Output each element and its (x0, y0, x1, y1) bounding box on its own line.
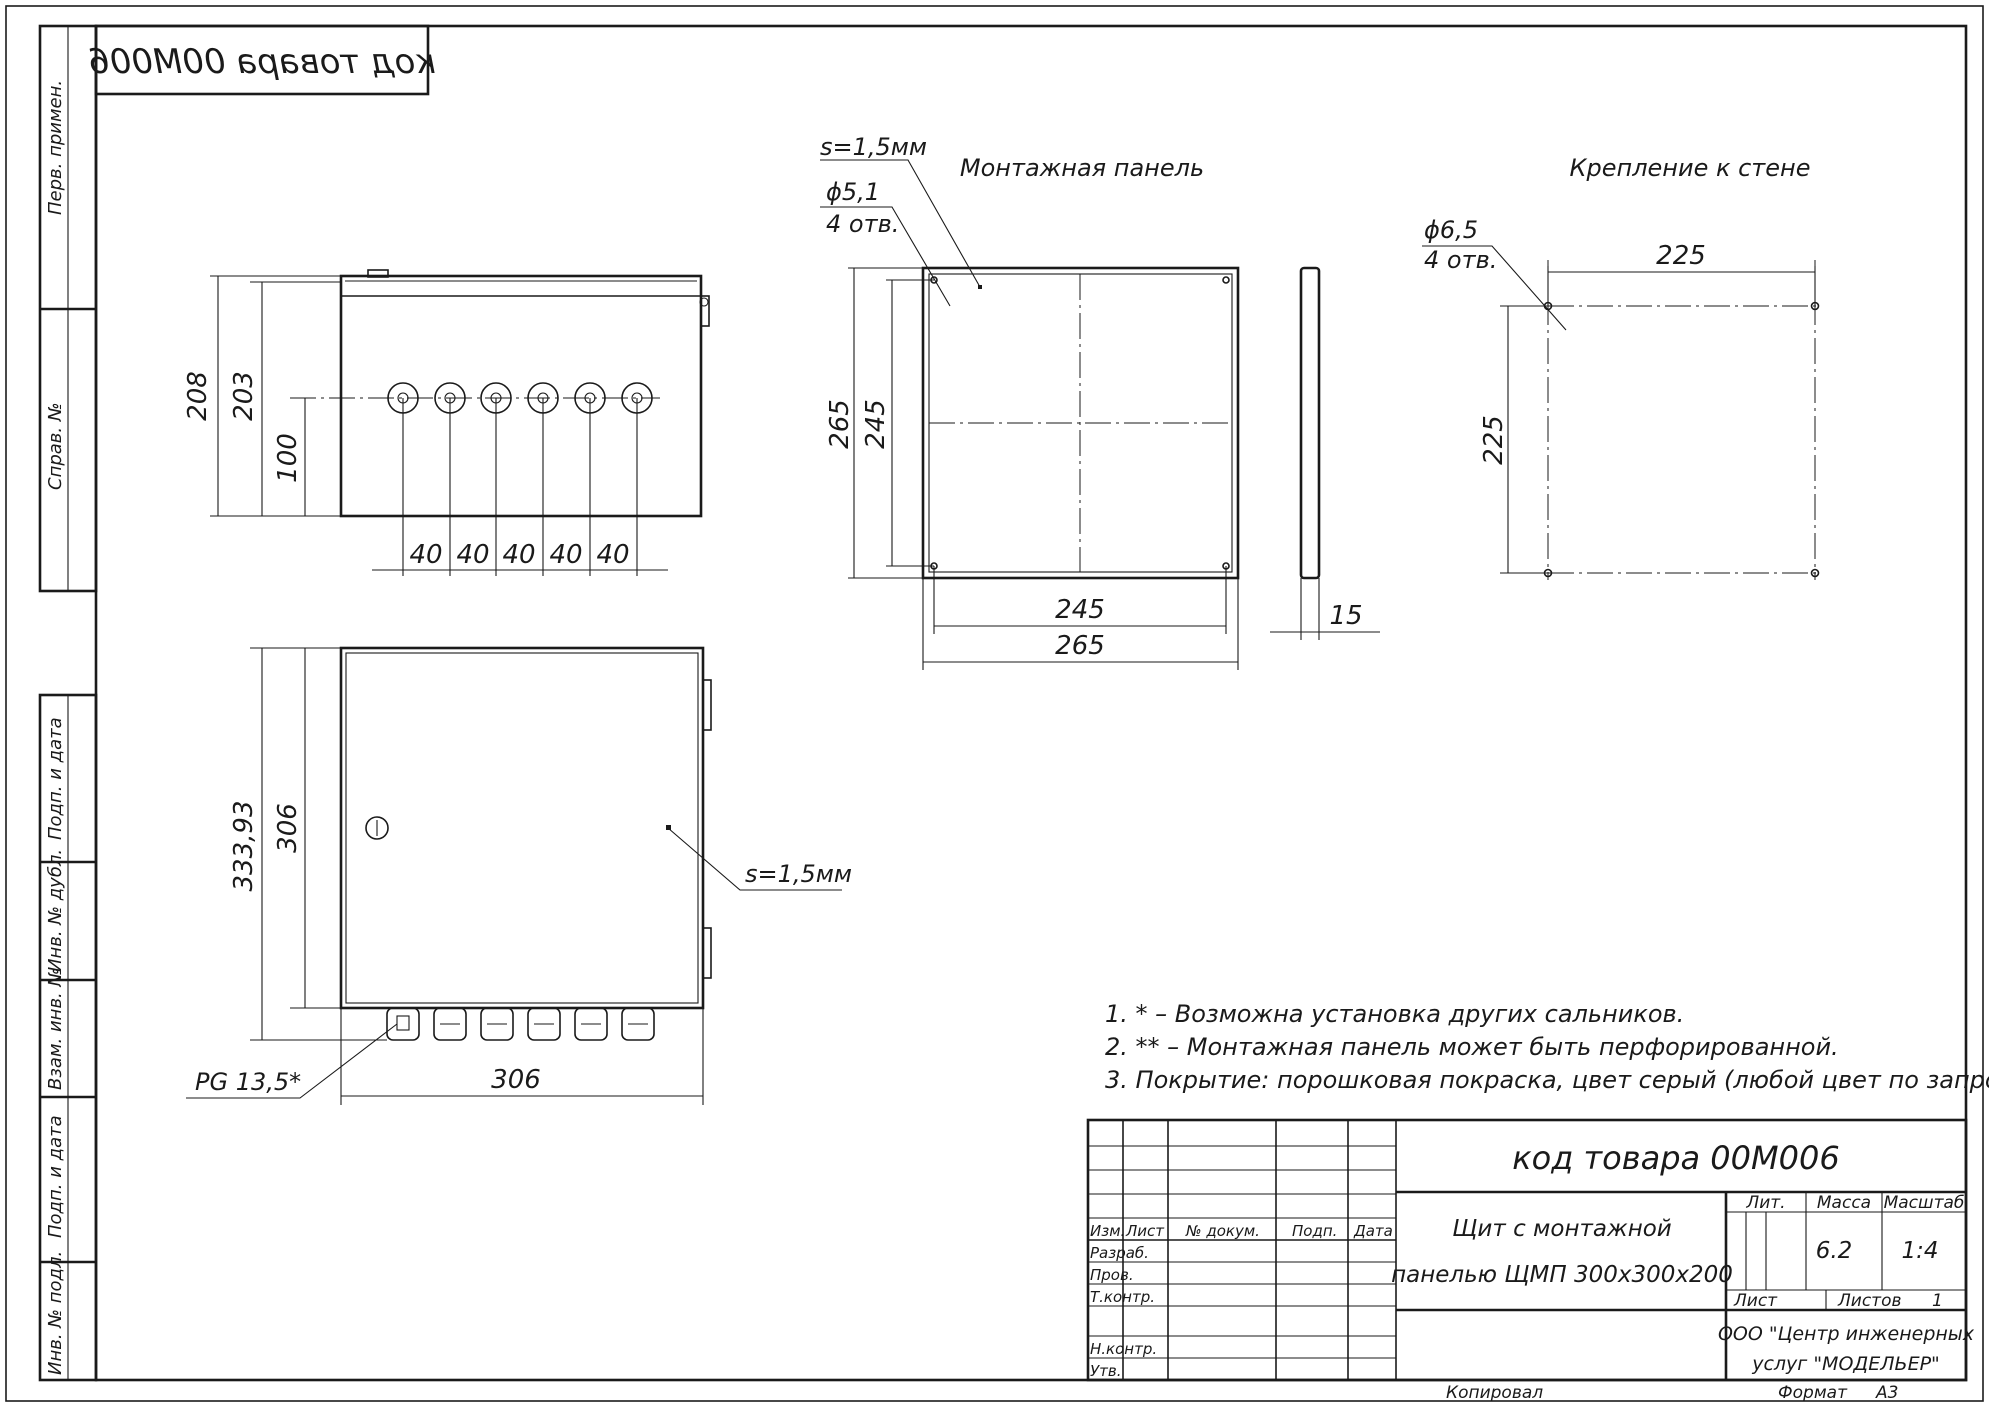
dim-front-333: 333,93 (229, 801, 259, 892)
title-block: Изм. Лист № докум. Подп. Дата Разраб. Пр… (1086, 1118, 1975, 1403)
tb-sheet-label: Лист (1733, 1291, 1778, 1311)
panel-hole-label: ϕ5,1 (826, 178, 880, 206)
tb-scale-label: Масштаб (1884, 1193, 1965, 1213)
tb-copied: Копировал (1446, 1383, 1543, 1403)
note-1: 1. * – Возможна установка других сальник… (1105, 1000, 1684, 1028)
tb-mass-value: 6.2 (1816, 1238, 1853, 1264)
tb-mass-label: Масса (1817, 1193, 1871, 1213)
tb-row-prov: Пров. (1090, 1266, 1134, 1284)
side-stamp-3: Подп. и дата (45, 717, 66, 840)
dim-panel-265-w: 265 (1055, 631, 1105, 661)
tb-row-tkontr: Т.контр. (1090, 1288, 1155, 1306)
tb-scale-value: 1:4 (1901, 1238, 1938, 1264)
tb-row-razrab: Разраб. (1090, 1244, 1149, 1262)
wall-hole-count: 4 отв. (1424, 246, 1497, 274)
side-stamp-2: Справ. № (45, 402, 66, 490)
tb-name-1: Щит с монтажной (1452, 1216, 1672, 1242)
tb-row-nkontr: Н.контр. (1090, 1340, 1157, 1358)
box-top-view: 208 203 100 40 40 40 40 40 (183, 269, 710, 576)
top-code-stamp: код товара 00M006 (88, 24, 436, 96)
mount-panel-title: Монтажная панель (960, 154, 1204, 182)
dim-pitch-2: 40 (456, 540, 489, 570)
dim-panel-15: 15 (1329, 601, 1362, 631)
tb-sheets-label: Листов (1837, 1291, 1902, 1311)
tb-col-doc: № докум. (1185, 1222, 1260, 1240)
wall-mount-title: Крепление к стене (1569, 154, 1810, 182)
dim-top-208: 208 (183, 371, 213, 421)
dim-pitch-5: 40 (596, 540, 629, 570)
tb-code: код товара 00M006 (1512, 1139, 1839, 1177)
tb-format-value: А3 (1875, 1383, 1898, 1403)
dim-wall-225-h: 225 (1479, 415, 1509, 465)
gland-label: PG 13,5* (195, 1068, 301, 1096)
top-code-stamp-text: код товара 00M006 (88, 42, 436, 82)
note-2: 2. ** – Монтажная панель может быть перф… (1105, 1033, 1839, 1061)
dim-pitch-4: 40 (549, 540, 582, 570)
side-stamp-7: Инв. № подл. (45, 1251, 66, 1375)
dim-panel-245-w: 245 (1055, 595, 1105, 625)
tb-name-2: панелью ЩМП 300х300х200 (1391, 1262, 1733, 1288)
door-thickness-label: s=1,5мм (745, 860, 852, 888)
side-stamp-column: Перв. примен. Справ. № Подп. и дата Инв.… (38, 24, 98, 1382)
tb-format-label: Формат (1778, 1383, 1848, 1403)
panel-thickness-label: s=1,5мм (820, 133, 927, 161)
panel-side-profile (1299, 266, 1321, 580)
dim-wall-225-w: 225 (1656, 241, 1706, 271)
dim-front-306-w: 306 (491, 1065, 541, 1095)
tb-lit-label: Лит. (1745, 1193, 1785, 1213)
glands-bottom-row (386, 1007, 655, 1041)
dim-top-203: 203 (229, 371, 259, 421)
tb-company-1: ООО "Центр инженерных (1718, 1323, 1975, 1345)
dim-pitch-3: 40 (502, 540, 535, 570)
box-front-view: s=1,5мм PG 13,5* 333,93 306 306 (186, 646, 852, 1105)
side-stamp-1: Перв. примен. (45, 80, 66, 215)
wall-mount-view: Крепление к стене ϕ6,5 4 отв. 225 225 (1422, 154, 1820, 580)
tb-col-izm: Изм. (1090, 1222, 1125, 1240)
panel-hole-count: 4 отв. (826, 210, 899, 238)
side-stamp-5: Взам. инв. № (45, 968, 66, 1090)
tb-col-date: Дата (1353, 1222, 1393, 1240)
dim-top-100: 100 (273, 433, 303, 483)
door-thickness-marker (666, 825, 671, 830)
side-stamp-4: Инв. № дубл. (45, 849, 66, 972)
notes-block: 1. * – Возможна установка других сальник… (1105, 1000, 1989, 1094)
side-stamp-6: Подп. и дата (45, 1115, 66, 1238)
dim-panel-265-h: 265 (825, 399, 855, 449)
note-3: 3. Покрытие: порошковая покраска, цвет с… (1105, 1066, 1989, 1094)
sheet-outer-border (5, 5, 1984, 1402)
mounting-panel-view: Монтажная панель s=1,5мм ϕ5,1 4 отв. 265… (820, 133, 1380, 670)
dim-pitch-1: 40 (409, 540, 442, 570)
tb-col-list: Лист (1125, 1222, 1165, 1240)
dim-panel-245-h: 245 (861, 399, 891, 449)
tb-col-sign: Подп. (1292, 1222, 1337, 1240)
tb-sheets-value: 1 (1932, 1291, 1943, 1311)
wall-hole-label: ϕ6,5 (1424, 216, 1478, 244)
tb-company-2: услуг "МОДЕЛЬЕР" (1751, 1353, 1940, 1375)
tb-row-utv: Утв. (1090, 1362, 1122, 1380)
dim-front-306-h: 306 (273, 803, 303, 853)
